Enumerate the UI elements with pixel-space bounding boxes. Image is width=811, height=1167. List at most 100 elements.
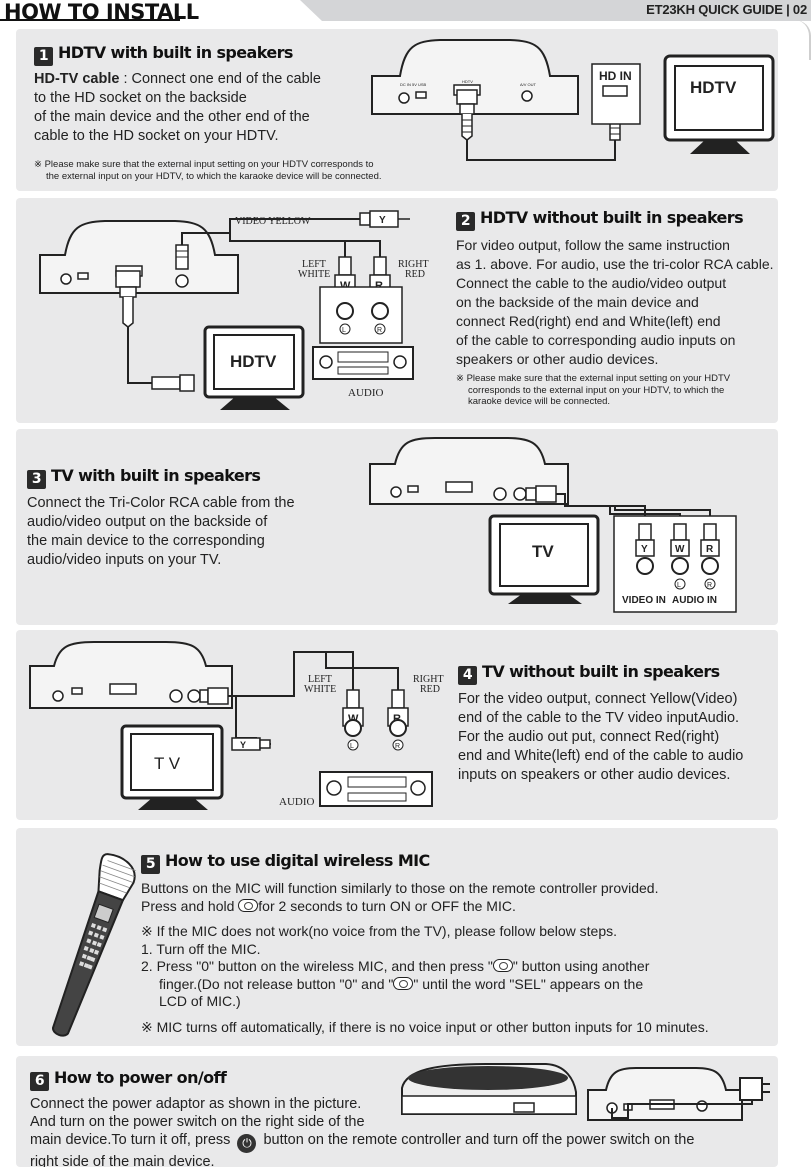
hd-in-port-icon: HD IN [591,63,641,125]
w-plug-label: W [340,280,351,292]
s1-note-line2: the external input on your HDTV, to whic… [46,170,382,182]
tv-input-panel-icon: Y W R L R VIDEO IN AUDIO IN [613,515,737,613]
red-label: RED [420,684,440,695]
rca-y-plug-icon: Y [231,737,271,751]
s4-line1: For the video output, connect Yellow(Vid… [458,691,738,707]
hdmi-cable [127,327,152,384]
audio-in-label: AUDIO IN [672,595,717,606]
hdtv-screen-label: HDTV [230,352,277,371]
section-1-body: HD-TV cable : Connect one end of the cab… [34,70,374,146]
hdmi-cable [466,140,616,161]
section-3-title-text: TV with built in speakers [51,466,261,485]
s3-line3: the main device to the corresponding [27,533,265,549]
section-2-note: ※ Please make sure that the external inp… [456,373,776,408]
mic-function-button-icon [492,959,513,972]
w-plug-label: W [348,713,359,725]
hdtv-icon: HDTV [663,54,775,154]
section-1-title: 1 HDTV with built in speakers [34,43,293,66]
s2-line3: Connect the cable to the audio/video out… [456,275,727,291]
s5-line2b: for 2 seconds to turn ON or OFF the MIC. [258,897,516,914]
section-1-note: ※ Please make sure that the external inp… [34,159,424,182]
l-jack-label: L [342,327,346,334]
rca-yellow-plug-device-icon [175,244,189,270]
tv-icon: T V [120,724,224,810]
s2-note-line2: corresponds to the external input on you… [468,384,725,396]
section-6-number: 6 [30,1072,49,1091]
s2-line4: on the backside of the main device and [456,294,699,310]
s5-line6b: " until the word "SEL" appears on the [413,975,644,992]
page-curl [795,20,811,60]
usb-label: USB [418,82,427,87]
mic-function-button-icon-2 [393,976,414,990]
section-5-number: 5 [141,855,160,874]
s4-line4: end and White(left) end of the cable to … [458,748,744,764]
s3-line4: audio/video inputs on your TV. [27,552,222,568]
l-jack-label: L [677,582,681,589]
tv-screen-label: TV [532,542,554,561]
video-yellow-label: VIDEO YELLOW [235,216,311,227]
hdmi-plug-icon [115,270,141,328]
power-adaptor-icon [739,1077,770,1101]
right-label: RIGHT [398,259,429,270]
section-1-number: 1 [34,47,53,66]
section-4-diagram: LEFT WHITE RIGHT RED W R L R Y T V [29,641,444,810]
section-2-number: 2 [456,212,475,231]
rca-plug-device-icon [525,485,557,503]
section-2-title-text: HDTV without built in speakers [480,208,744,227]
s5-line5a: 2. Press "0" button on the wireless MIC,… [141,958,493,974]
y-plug-label: Y [641,544,648,555]
section-2-title: 2 HDTV without built in speakers [456,208,744,231]
video-in-label: VIDEO IN [622,595,666,606]
section-2-body: For video output, follow the same instru… [456,236,786,369]
s5-line7: LCD of MIC.) [159,993,241,1009]
main-device-icon [39,220,239,294]
section-4-body: For the video output, connect Yellow(Vid… [458,690,788,785]
s1-line3: of the main device and the other end of … [34,109,310,125]
audio-receiver-icon [319,771,433,807]
s5-line1: Buttons on the MIC will function similar… [141,880,659,896]
w-plug-label: W [675,544,685,555]
s6-line1: Connect the power adaptor as shown in th… [30,1096,362,1112]
hd-in-label: HD IN [599,69,632,83]
section-3-body: Connect the Tri-Color RCA cable from the… [27,494,357,570]
hdmi-plug-device-icon [456,89,478,141]
s3-line2: audio/video output on the backside of [27,514,268,530]
s2-line2: as 1. above. For audio, use the tri-colo… [456,256,774,272]
r-jack-label: R [377,327,382,334]
main-device-icon [29,641,233,709]
s5-line3: ※ If the MIC does not work(no voice from… [141,923,618,939]
power-cable [611,1092,753,1119]
s6-line2: And turn on the power switch on the righ… [30,1114,365,1130]
s2-note-line1: ※ Please make sure that the external inp… [456,373,731,384]
s6-line4: right side of the main device. [30,1154,215,1167]
s5-line6a: finger.(Do not release button "0" and " [159,975,394,992]
rca-cable [556,493,646,524]
audio-label: AUDIO [279,796,314,808]
audio-jack-panel-icon: L R [344,719,407,751]
power-button-icon: ⏻ [237,1134,257,1153]
y-plug-label: Y [379,215,386,226]
s2-line5: connect Red(right) end and White(left) e… [456,313,721,329]
s6-line3b: button on the remote controller and turn… [259,1132,695,1148]
s3-line1: Connect the Tri-Color RCA cable from the [27,495,295,511]
section-1-title-text: HDTV with built in speakers [58,43,293,62]
title-underline [0,19,180,21]
audio-label: AUDIO [348,387,383,399]
r-jack-label: R [707,582,712,589]
s2-line6: of the cable to corresponding audio inpu… [456,332,736,348]
r-plug-label: R [393,713,401,725]
main-device-icon [369,437,569,505]
hdtv-icon: HDTV [203,325,305,410]
white-label: WHITE [298,269,330,280]
s1-line4: cable to the HD socket on your HDTV. [34,128,279,144]
left-label: LEFT [308,674,332,685]
section-4-title-text: TV without built in speakers [482,662,720,681]
rca-y-plug-icon: Y [359,210,410,228]
main-device-icon: DC IN 5V USB HDTV A/V OUT [371,39,579,115]
r-jack-label: R [395,743,400,750]
section-5-body: Buttons on the MIC will function similar… [141,880,771,1036]
s1-line2: to the HD socket on the backside [34,90,247,106]
left-label: LEFT [302,259,326,270]
